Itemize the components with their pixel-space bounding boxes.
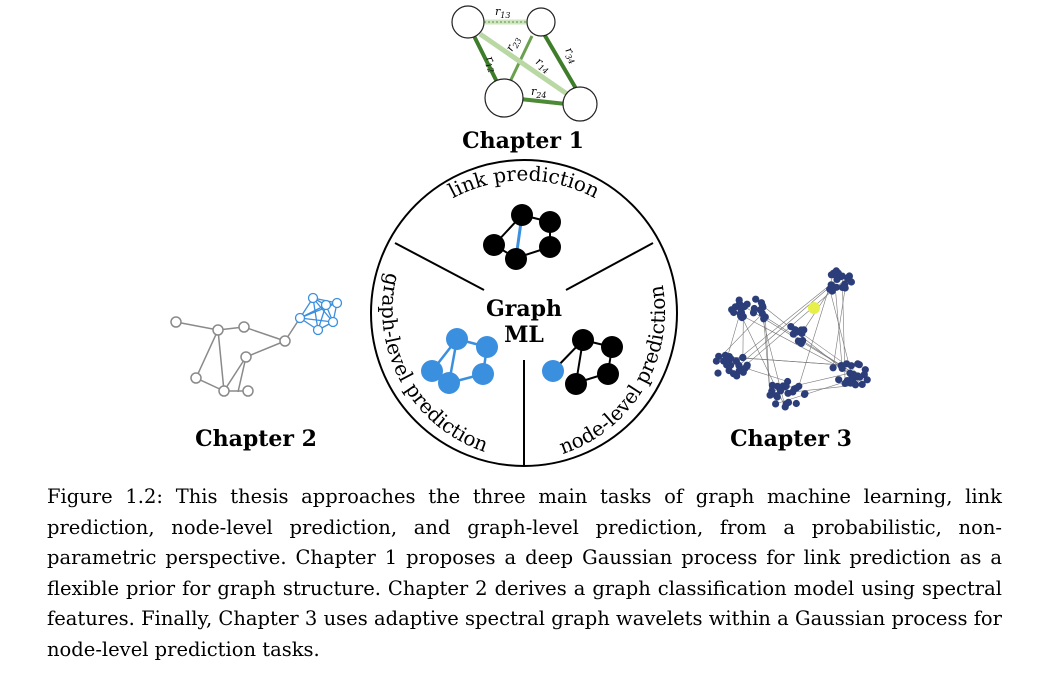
node-2 (484, 78, 524, 118)
node-4 (562, 86, 598, 122)
node-1 (451, 5, 485, 39)
chapter2-label: Chapter 2 (195, 426, 317, 452)
figure-caption: Figure 1.2: This thesis approaches the t… (47, 482, 1002, 665)
link-prediction-graph (483, 204, 561, 270)
chapter3-label: Chapter 3 (730, 426, 852, 452)
chapter1-edge-graph: r13 r12 r23 r14 r34 r24 (451, 5, 598, 122)
edge-r12 (472, 35, 502, 89)
node-level-graph (542, 329, 623, 395)
chapter1-label: Chapter 1 (462, 128, 584, 154)
edge-label-r13: r13 (495, 5, 510, 20)
predicted-node (542, 360, 564, 382)
edge-label-r34: r34 (561, 45, 582, 66)
center-label-ml: ML (504, 322, 544, 348)
node-3 (526, 7, 556, 37)
caption-label: Figure 1.2: (47, 485, 163, 508)
chapter3-spectral-graph (712, 267, 871, 411)
edge-r14 (478, 31, 572, 99)
highlighted-node (808, 302, 820, 314)
caption-text: This thesis approaches the three main ta… (47, 485, 1002, 661)
graph-level-graph (421, 328, 498, 394)
chapter2-graph (170, 316, 301, 397)
figure-graphic: r13 r12 r23 r14 r34 r24 Chapter 1 Graph … (170, 5, 871, 467)
edge-r34 (542, 32, 580, 94)
edge-r24 (519, 97, 567, 106)
central-task-diagram: Graph ML link prediction graph-level pre… (370, 159, 678, 467)
divider-left (394, 242, 485, 291)
chapter2-clique (294, 292, 343, 336)
sector-label-link: link prediction (444, 161, 604, 202)
divider-right (565, 242, 654, 291)
edge-label-r24: r24 (531, 85, 546, 100)
center-label-graph: Graph (486, 296, 562, 322)
